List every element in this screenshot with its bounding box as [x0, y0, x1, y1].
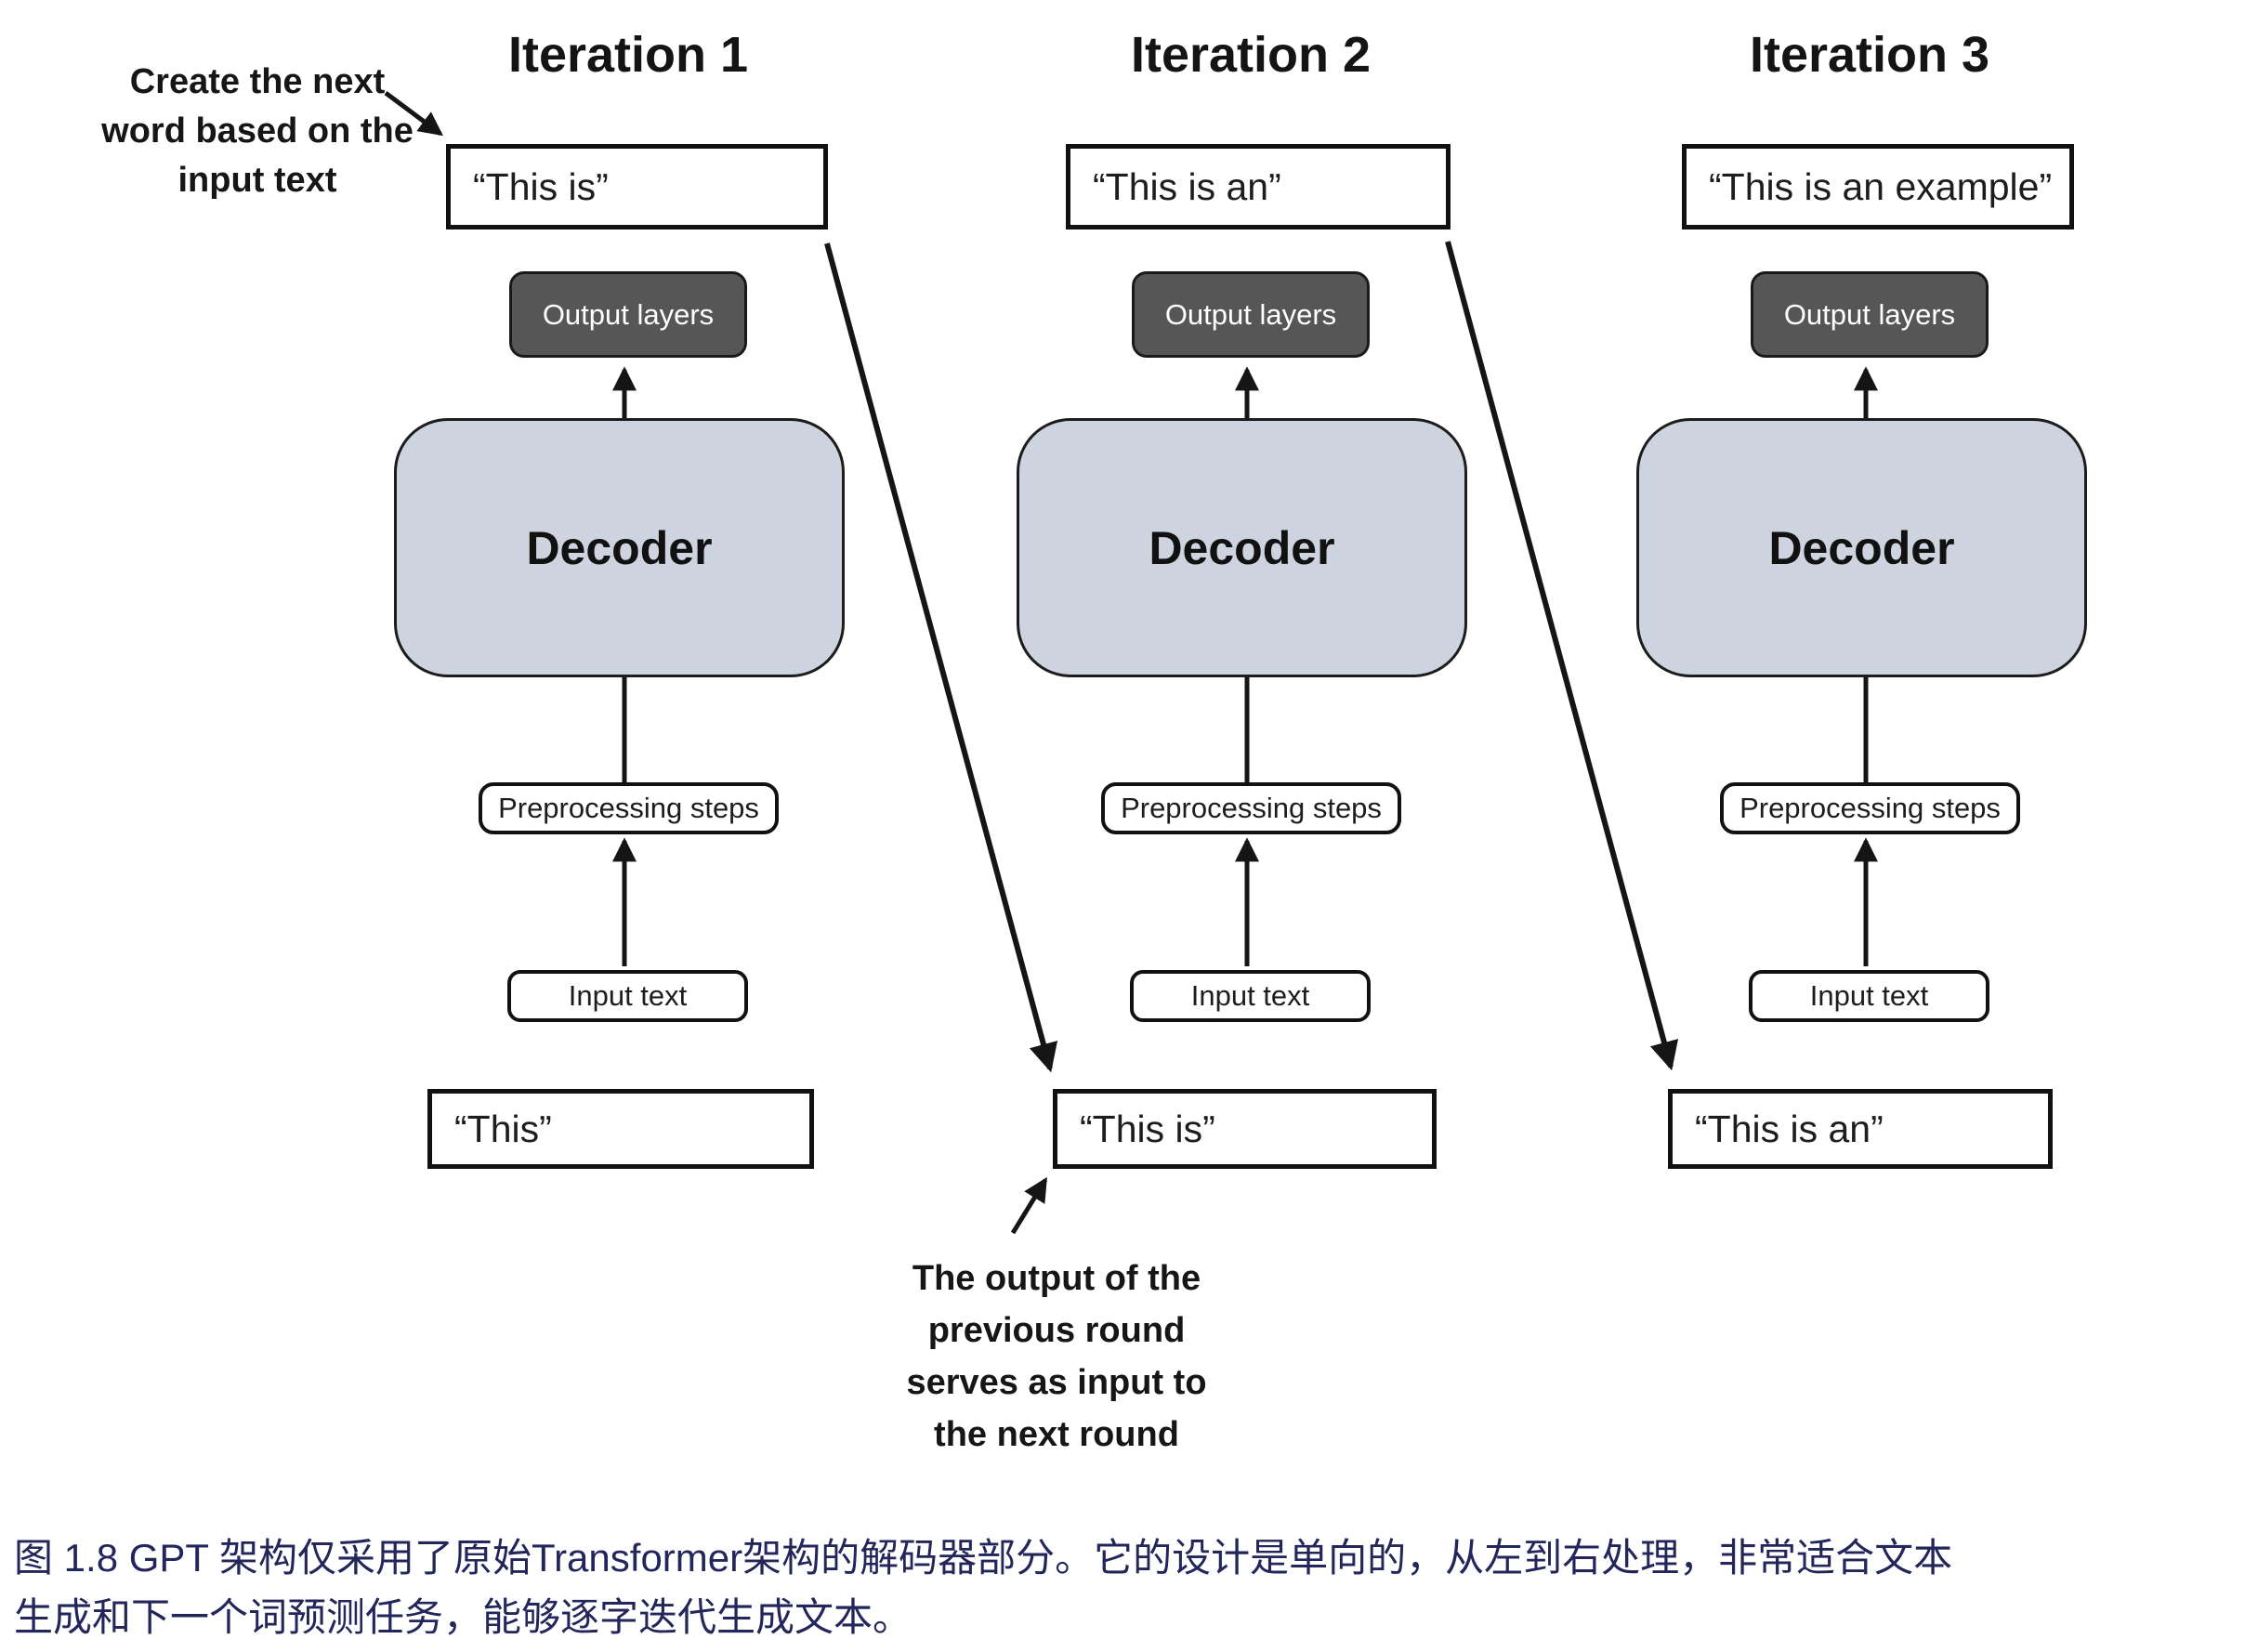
output-layers-box-2: Output layers [1132, 271, 1370, 358]
annotation-line: serves as input to [906, 1363, 1207, 1402]
preprocessing-steps-box-2: Preprocessing steps [1101, 782, 1401, 834]
caption-line-1: 图 1.8 GPT 架构仅采用了原始Transformer架构的解码器部分。它的… [14, 1536, 1953, 1580]
decoder-box-1: Decoder [394, 418, 845, 677]
input-example-box-2: “This is” [1053, 1089, 1437, 1169]
input-text-pill-2: Input text [1130, 970, 1371, 1022]
annotation-create-next-word: Create the next word based on the input … [90, 58, 425, 205]
arrow-annotation-previous-round [1010, 1176, 1048, 1235]
preprocessing-steps-box-3: Preprocessing steps [1720, 782, 2020, 834]
input-example-box-3: “This is an” [1668, 1089, 2053, 1169]
iteration-3-title: Iteration 3 [1749, 27, 1990, 83]
annotation-line: word based on the [101, 111, 414, 151]
annotation-line: input text [177, 161, 337, 200]
arrow-output2-to-input3 [1445, 241, 1679, 1071]
iteration-2-title: Iteration 2 [1130, 27, 1372, 83]
annotation-line: previous round [927, 1311, 1186, 1350]
arrow-annotation-create-next [384, 90, 443, 137]
figure-caption: 图 1.8 GPT 架构仅采用了原始Transformer架构的解码器部分。它的… [14, 1528, 2248, 1647]
input-example-box-1: “This” [427, 1089, 814, 1169]
iteration-1-title: Iteration 1 [507, 27, 749, 83]
output-layers-box-1: Output layers [509, 271, 747, 358]
output-text-box-2: “This is an” [1066, 144, 1451, 229]
preprocessing-steps-box-1: Preprocessing steps [479, 782, 779, 834]
input-text-pill-3: Input text [1749, 970, 1989, 1022]
annotation-output-previous-round: The output of the previous round serves … [871, 1252, 1242, 1461]
input-text-pill-1: Input text [507, 970, 748, 1022]
decoder-box-3: Decoder [1636, 418, 2087, 677]
output-text-box-3: “This is an example” [1682, 144, 2074, 229]
annotation-line: Create the next [129, 62, 386, 101]
annotation-line: The output of the [912, 1259, 1201, 1298]
caption-line-2: 生成和下一个词预测任务，能够逐字迭代生成文本。 [14, 1595, 912, 1639]
annotation-line: the next round [934, 1415, 1179, 1454]
output-text-box-1: “This is” [446, 144, 828, 229]
decoder-box-2: Decoder [1017, 418, 1467, 677]
output-layers-box-3: Output layers [1751, 271, 1989, 358]
arrow-output1-to-input2 [824, 243, 1058, 1073]
